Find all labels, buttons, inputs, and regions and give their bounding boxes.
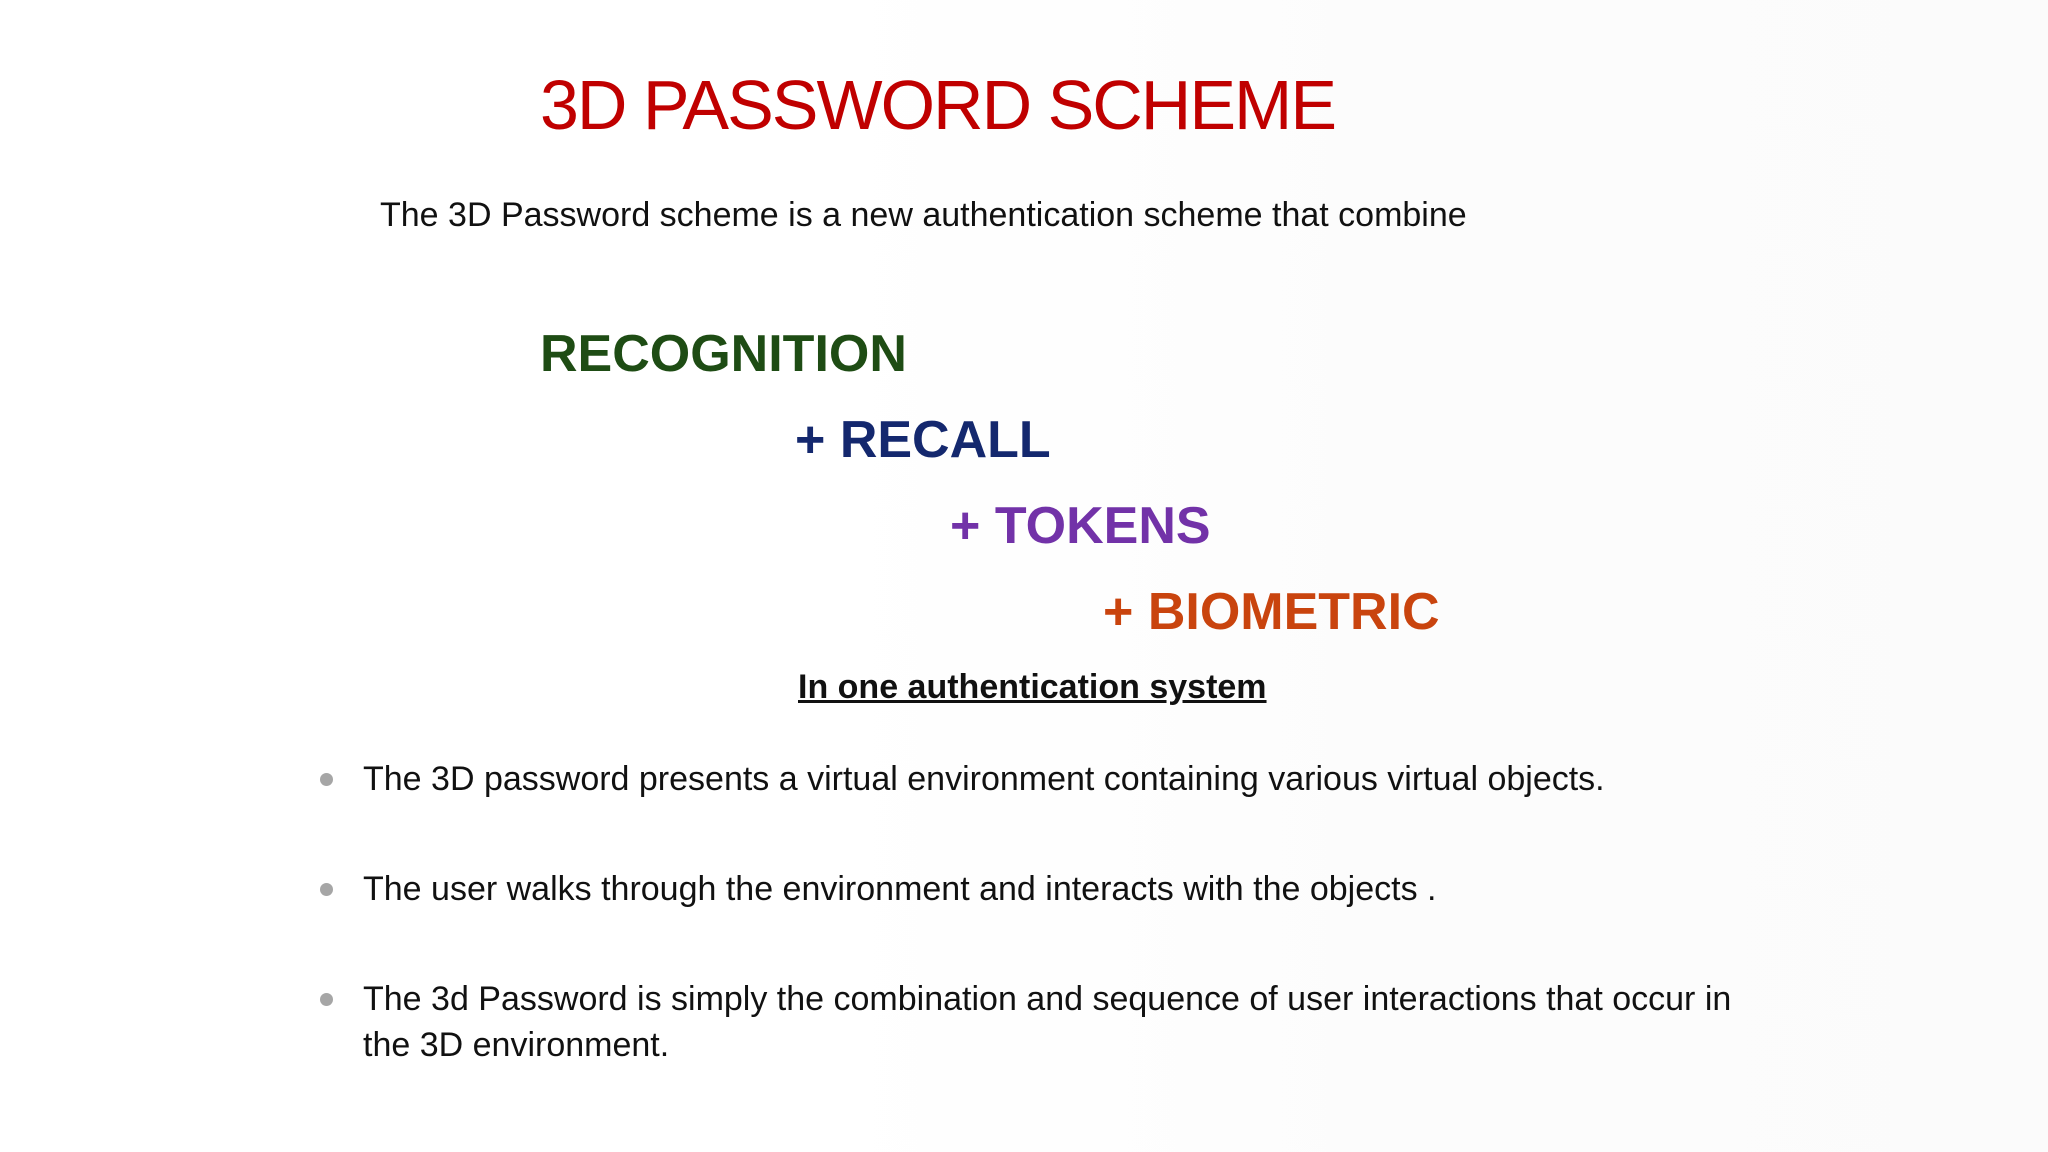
bullet-dot-icon (320, 773, 333, 786)
bullet-item: The user walks through the environment a… (318, 866, 1738, 912)
bullet-text: The user walks through the environment a… (363, 870, 1437, 908)
bullet-text: The 3D password presents a virtual envir… (363, 760, 1605, 798)
bullet-item: The 3D password presents a virtual envir… (318, 756, 1738, 802)
bullet-list: The 3D password presents a virtual envir… (318, 756, 1738, 1132)
bullet-item: The 3d Password is simply the combinatio… (318, 976, 1738, 1068)
intro-text: The 3D Password scheme is a new authenti… (380, 196, 1467, 234)
slide-title: 3D PASSWORD SCHEME (540, 66, 1337, 144)
bullet-dot-icon (320, 883, 333, 896)
summary-heading: In one authentication system (798, 668, 1267, 706)
term-tokens: + TOKENS (950, 497, 1211, 555)
term-biometric: + BIOMETRIC (1103, 583, 1440, 641)
bullet-dot-icon (320, 993, 333, 1006)
bullet-text: The 3d Password is simply the combinatio… (363, 980, 1732, 1064)
term-recall: + RECALL (795, 411, 1051, 469)
term-recognition: RECOGNITION (540, 325, 907, 383)
